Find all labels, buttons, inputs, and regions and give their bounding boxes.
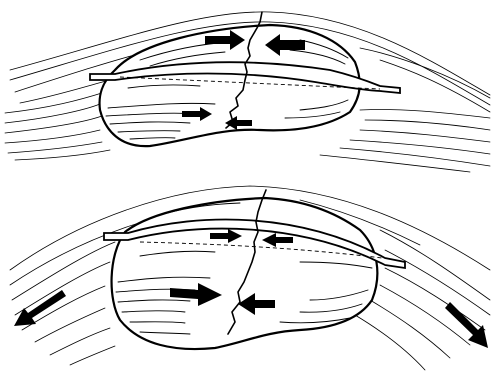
top-panel	[5, 12, 490, 172]
bottom-panel	[10, 186, 490, 370]
arrow-left-icon	[14, 290, 66, 326]
